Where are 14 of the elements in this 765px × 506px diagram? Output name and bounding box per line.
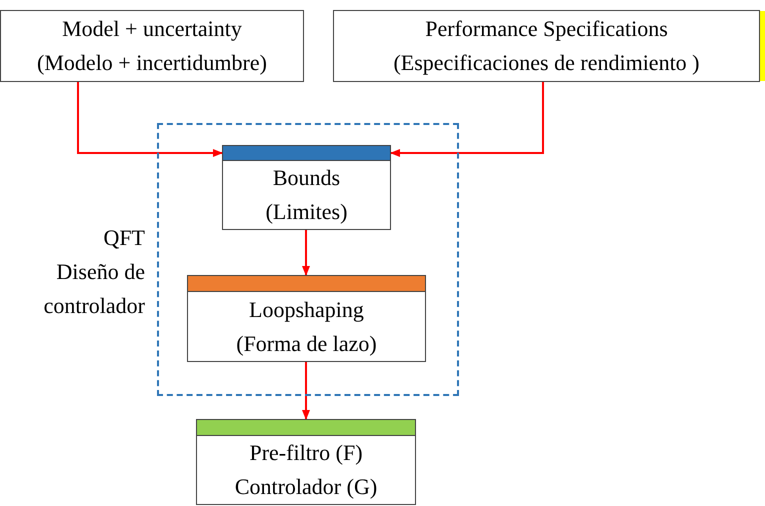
process-box [187,275,426,362]
arrow [302,230,310,276]
box-text: Model + uncertainty (Modelo + incertidumbre) [36,15,268,77]
process-box [196,419,416,505]
process-box [0,10,304,82]
box-text: Performance Specifications (Especificaciones de rendimiento ) [392,15,701,77]
process-box [222,145,391,230]
box-text: Loopshaping (Forma de lazo) [235,296,378,358]
arrow [302,362,310,420]
box-text: Pre-filtro (F) Controlador (G) [234,439,378,501]
group-label: QFT Diseño de controlador [42,224,145,320]
box-text: Bounds (Limites) [264,164,348,226]
arrow [390,82,544,157]
arrow [77,82,223,157]
